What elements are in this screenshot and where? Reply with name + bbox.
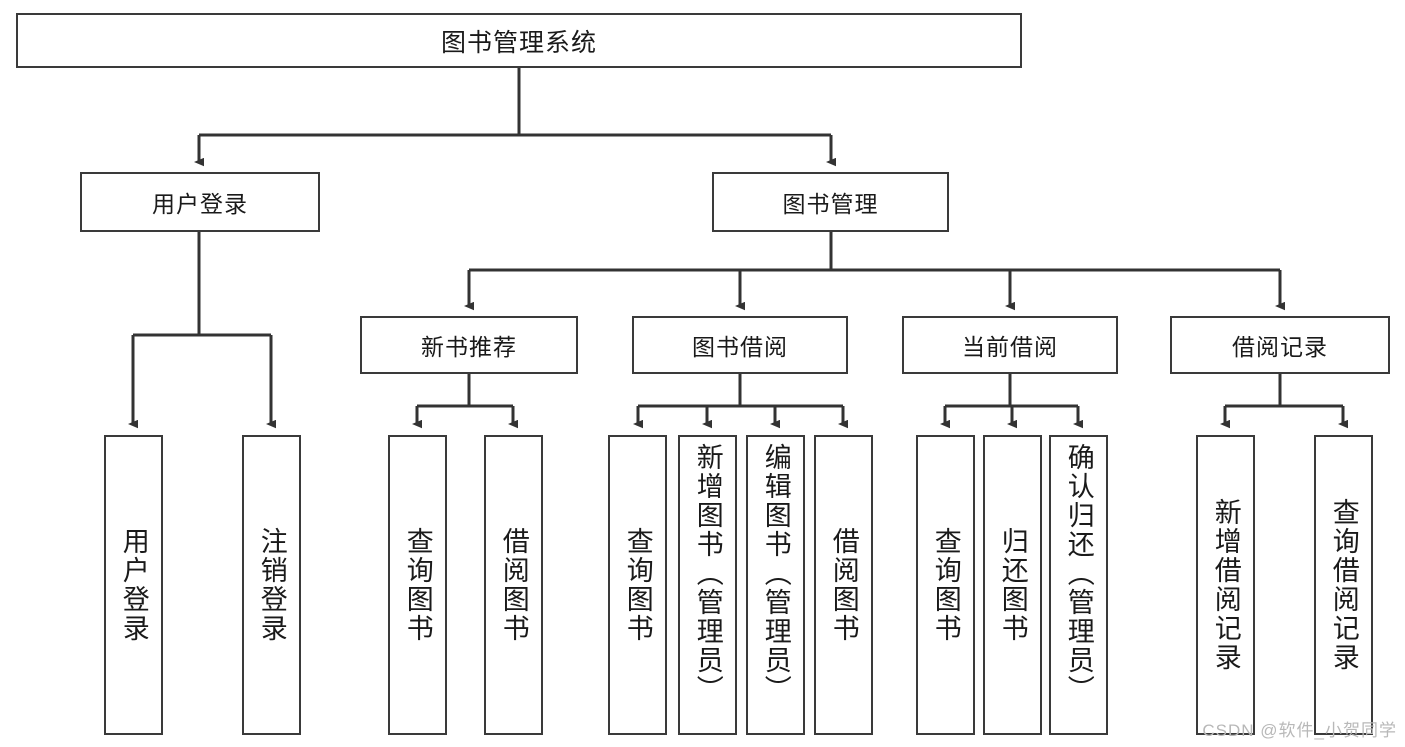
node-label: 借阅记录 [1232,334,1328,360]
node-label: 新增借阅记录 [1210,498,1241,672]
node-leaf-add-book[interactable]: 新增图书（管理员） [678,435,737,735]
node-label: 图书管理 [782,191,879,217]
node-label: 用户登录 [152,191,248,217]
node-leaf-user-login[interactable]: 用户登录 [104,435,163,735]
node-new-book-recommend[interactable]: 新书推荐 [360,316,578,374]
node-label: 新书推荐 [421,334,517,360]
node-label: 编辑图书（管理员） [760,443,791,704]
node-label: 当前借阅 [962,334,1058,360]
node-leaf-query-book-1[interactable]: 查询图书 [388,435,447,735]
node-label: 查询借阅记录 [1328,498,1359,672]
node-leaf-query-book-3[interactable]: 查询图书 [916,435,975,735]
node-user-login[interactable]: 用户登录 [80,172,320,232]
node-label: 确认归还（管理员） [1063,443,1094,704]
node-leaf-borrow-book-1[interactable]: 借阅图书 [484,435,543,735]
node-leaf-query-record[interactable]: 查询借阅记录 [1314,435,1373,735]
node-label: 注销登录 [256,527,287,643]
node-label: 图书管理系统 [440,28,597,57]
node-book-manage[interactable]: 图书管理 [712,172,949,232]
node-label: 查询图书 [402,527,433,643]
node-leaf-edit-book[interactable]: 编辑图书（管理员） [746,435,805,735]
node-label: 图书借阅 [692,334,788,360]
node-borrow-record[interactable]: 借阅记录 [1170,316,1390,374]
node-label: 新增图书（管理员） [692,443,723,704]
node-leaf-add-record[interactable]: 新增借阅记录 [1196,435,1255,735]
node-current-borrow[interactable]: 当前借阅 [902,316,1118,374]
node-label: 借阅图书 [498,527,529,643]
node-leaf-return-book[interactable]: 归还图书 [983,435,1042,735]
node-root-system[interactable]: 图书管理系统 [16,13,1022,68]
node-label: 用户登录 [118,527,149,643]
node-book-borrow[interactable]: 图书借阅 [632,316,848,374]
node-label: 归还图书 [997,527,1028,643]
node-label: 借阅图书 [828,527,859,643]
watermark: CSDN @软件_小贺同学 [1202,721,1397,740]
node-label: 查询图书 [930,527,961,643]
node-label: 查询图书 [622,527,653,643]
node-leaf-logout-login[interactable]: 注销登录 [242,435,301,735]
node-leaf-confirm-return[interactable]: 确认归还（管理员） [1049,435,1108,735]
node-leaf-query-book-2[interactable]: 查询图书 [608,435,667,735]
node-leaf-borrow-book-2[interactable]: 借阅图书 [814,435,873,735]
